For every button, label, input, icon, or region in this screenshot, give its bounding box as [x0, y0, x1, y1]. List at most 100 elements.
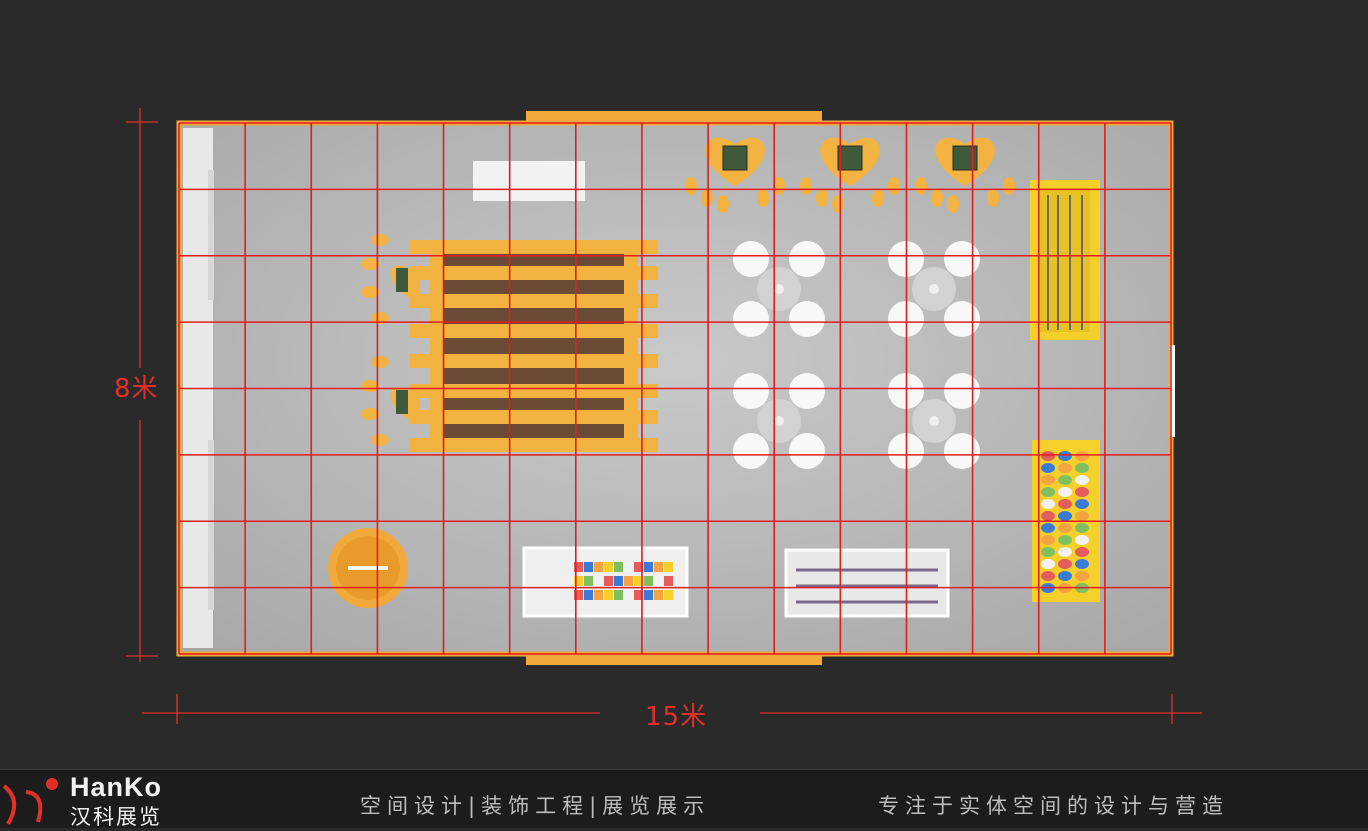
shelf-product: [1041, 487, 1055, 497]
table-groups: [733, 241, 980, 469]
paw-dot: [872, 189, 884, 207]
shelf-product: [1058, 523, 1072, 533]
case-product: [604, 576, 613, 586]
case-product: [594, 590, 603, 600]
case-product: [664, 576, 673, 586]
chair: [733, 241, 769, 277]
yellow-shelf-top: [1030, 180, 1100, 340]
paw-dot: [701, 189, 713, 207]
shelf-product: [1058, 559, 1072, 569]
paw-dot: [915, 177, 927, 195]
bottom-entrance-strip: [526, 654, 822, 665]
height-dimension-label: 8米: [114, 374, 159, 404]
case-product: [644, 576, 653, 586]
width-dimension: [142, 694, 1202, 724]
case-product: [604, 562, 613, 572]
shelf-product: [1058, 499, 1072, 509]
width-dimension-label: 15米: [645, 702, 708, 732]
paw-dot: [717, 195, 729, 213]
display-counter: [409, 240, 658, 452]
paw-seats-left: [361, 234, 420, 446]
paw-dot: [757, 189, 769, 207]
paw-dot: [361, 286, 379, 298]
case-product: [634, 562, 643, 572]
right-door: [1170, 345, 1175, 437]
shelf-product: [1075, 547, 1089, 557]
case-product: [624, 590, 633, 600]
services-slogan: 空间设计|装饰工程|展览展示: [360, 794, 711, 818]
shelf-product: [1058, 475, 1072, 485]
chair: [733, 433, 769, 469]
case-product: [594, 562, 603, 572]
case-product: [654, 576, 663, 586]
shelf-product: [1058, 535, 1072, 545]
case-product: [644, 590, 653, 600]
paw-dot: [685, 177, 697, 195]
height-dimension: [126, 108, 158, 662]
paw-dot: [371, 356, 389, 368]
paw-seat-screen: [396, 268, 408, 292]
shelf-product: [1041, 523, 1055, 533]
chair: [944, 433, 980, 469]
case-product: [574, 576, 583, 586]
table-center: [929, 416, 939, 426]
case-product: [624, 576, 633, 586]
hanko-logo-icon: [0, 770, 62, 828]
shelf-product: [1041, 475, 1055, 485]
round-display-table: [328, 528, 408, 608]
paw-dot: [888, 177, 900, 195]
paw-dot: [800, 177, 812, 195]
heart-kiosks: [685, 137, 1015, 213]
case-product: [594, 576, 603, 586]
shelf-product: [1041, 547, 1055, 557]
white-cabinet: [473, 161, 585, 201]
glasses-display-case: [784, 548, 950, 618]
case-product: [654, 562, 663, 572]
case-product: [584, 562, 593, 572]
paw-dot: [987, 189, 999, 207]
shelf-product: [1041, 511, 1055, 521]
case-product: [654, 590, 663, 600]
paw-dot: [361, 408, 379, 420]
shelf-product: [1058, 571, 1072, 581]
paw-dot: [1003, 177, 1015, 195]
table-center: [774, 284, 784, 294]
paw-dot: [947, 195, 959, 213]
shelf-product: [1058, 547, 1072, 557]
case-product: [614, 590, 623, 600]
shelf-product: [1041, 499, 1055, 509]
paw-dot: [371, 434, 389, 446]
case-product: [664, 590, 673, 600]
shelf-product: [1075, 511, 1089, 521]
case-product: [584, 576, 593, 586]
tagline-slogan: 专注于实体空间的设计与营造: [878, 794, 1229, 818]
shelf-product: [1041, 463, 1055, 473]
kiosk-screen: [837, 145, 863, 171]
shelf-product: [1075, 499, 1089, 509]
shelf-product: [1041, 451, 1055, 461]
case-product: [664, 562, 673, 572]
chair: [944, 301, 980, 337]
paw-dot: [371, 234, 389, 246]
case-product: [584, 590, 593, 600]
snack-display-case: [522, 546, 689, 618]
paw-seat-screen: [396, 390, 408, 414]
kiosk-screen: [952, 145, 978, 171]
floor-plan-diagram: [126, 108, 1202, 724]
shelf-product: [1058, 451, 1072, 461]
paw-dot: [773, 177, 785, 195]
shelf-product: [1058, 511, 1072, 521]
shelf-product: [1041, 535, 1055, 545]
chair: [789, 241, 825, 277]
paw-dot: [832, 195, 844, 213]
kiosk-screen: [722, 145, 748, 171]
chair: [789, 301, 825, 337]
paw-dot: [931, 189, 943, 207]
chair: [733, 373, 769, 409]
paw-dot: [361, 258, 379, 270]
shelf-product: [1075, 475, 1089, 485]
paw-dot: [816, 189, 828, 207]
chair: [944, 241, 980, 277]
shelf-product: [1041, 559, 1055, 569]
